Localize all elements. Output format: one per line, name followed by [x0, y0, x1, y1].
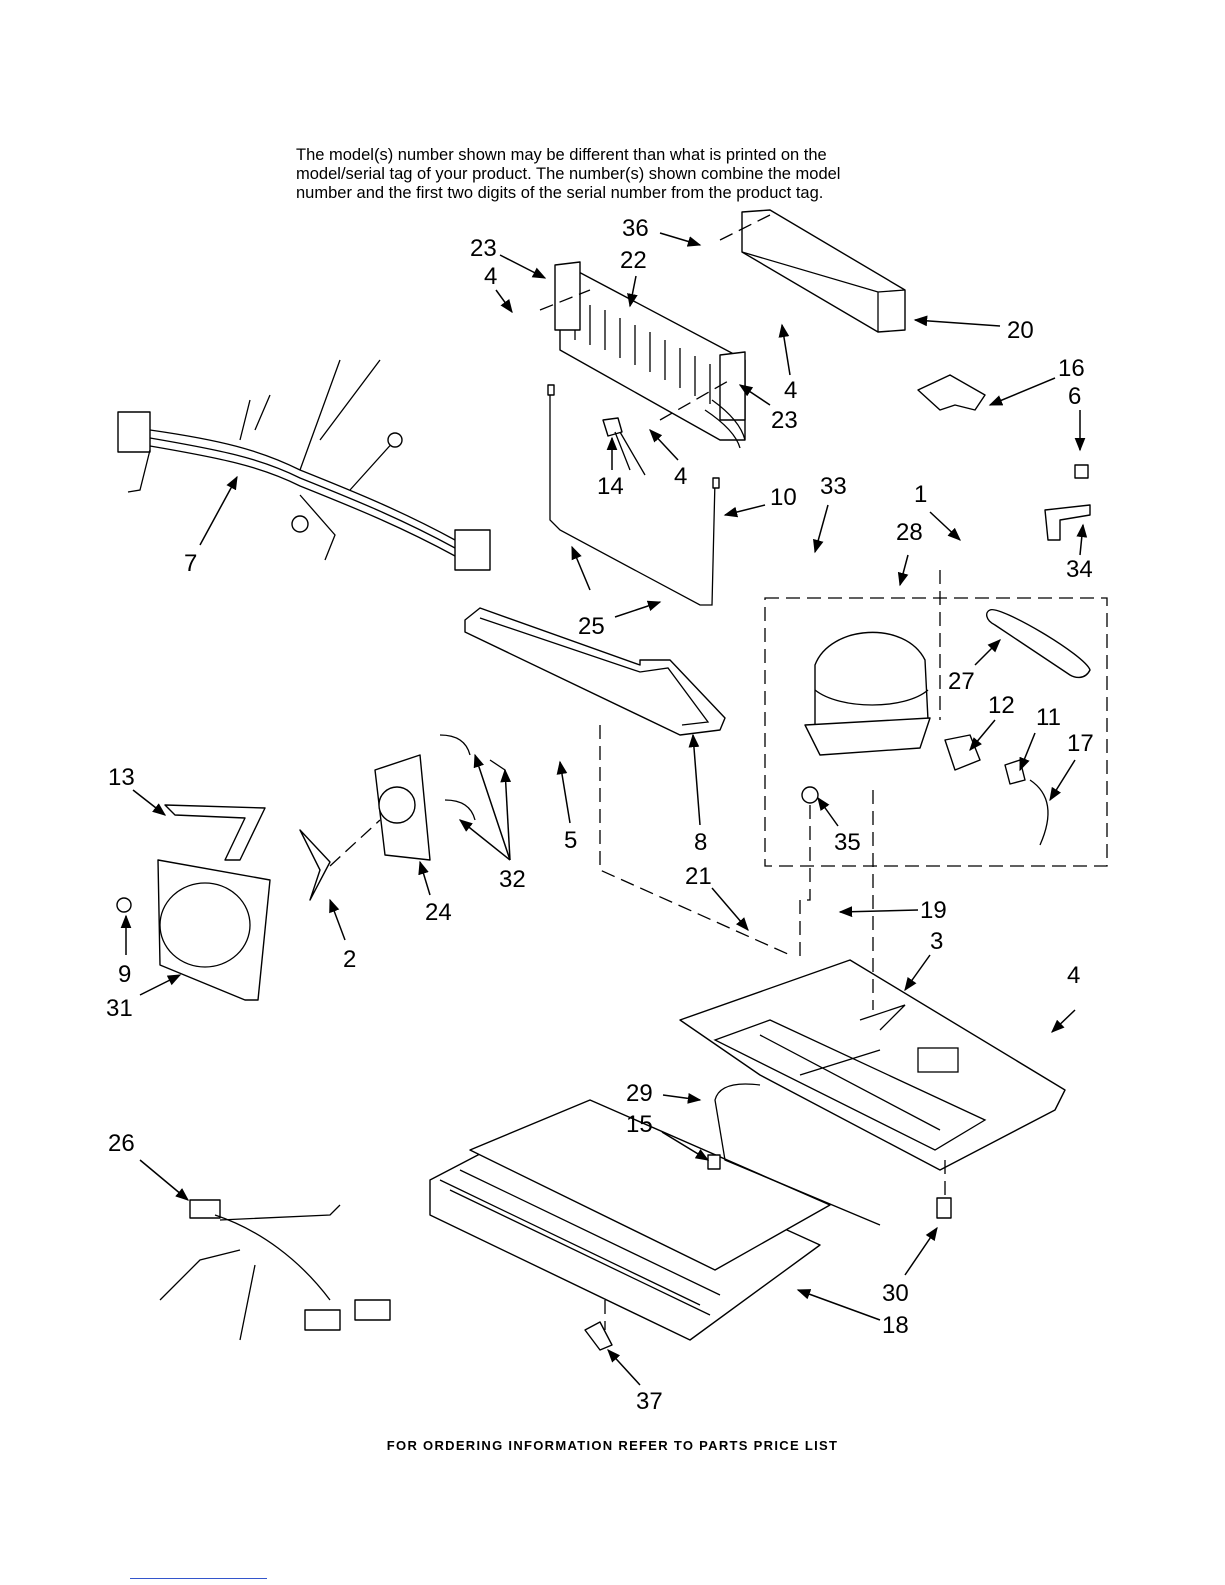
callout-label: 10: [770, 484, 797, 511]
callout-label: 20: [1007, 317, 1034, 344]
callout-label: 4: [784, 377, 797, 404]
part-31-fan-shroud: [116, 804, 271, 1001]
part-24-fan-motor: [299, 754, 431, 901]
part-30-screw: [936, 1197, 952, 1219]
callout-label: 29: [626, 1080, 653, 1107]
part-26-wire-harness: [159, 1199, 391, 1341]
note-line: The model(s) number shown may be differe…: [296, 146, 827, 164]
callout-label: 25: [578, 613, 605, 640]
callout-label: 5: [564, 827, 577, 854]
assembly-line: [799, 805, 811, 960]
part-37-clip: [584, 1321, 613, 1351]
note-line: number and the first two digits of the s…: [296, 184, 824, 202]
callout-label: 33: [820, 473, 847, 500]
callout-label: 16: [1058, 355, 1085, 382]
part-10-defrost-heater: [547, 384, 720, 606]
part-14-thermostat: [602, 417, 646, 476]
callout-label: 37: [636, 1388, 663, 1415]
callout-label: 8: [694, 829, 707, 856]
callout-label: 35: [834, 829, 861, 856]
callout-label: 3: [930, 928, 943, 955]
part-16-bracket: [917, 374, 986, 411]
callout-label: 32: [499, 866, 526, 893]
assembly-line: [329, 819, 381, 867]
callout-label: 14: [597, 473, 624, 500]
callout-label: 27: [948, 668, 975, 695]
callout-label: 24: [425, 899, 452, 926]
callout-labels: 23 4 36 22 20 4 23 16 6 14 4 10 33 1 28 …: [106, 215, 1094, 1415]
part-7-wire-harness: [117, 359, 491, 571]
part-18-condenser: [429, 1099, 831, 1341]
callout-label: 11: [1036, 704, 1061, 731]
callout-label: 26: [108, 1130, 135, 1157]
assembly-line: [599, 725, 791, 956]
callout-label: 30: [882, 1280, 909, 1307]
callout-label: 4: [674, 463, 687, 490]
part-3-base-plate: [679, 959, 1066, 1171]
callout-label: 4: [1067, 962, 1080, 989]
bottom-rule: [130, 1578, 267, 1579]
callout-label: 9: [118, 961, 131, 988]
note-line: model/serial tag of your product. The nu…: [296, 165, 841, 183]
callout-label: 12: [988, 692, 1015, 719]
callout-label: 2: [343, 946, 356, 973]
callout-label: 22: [620, 247, 647, 274]
part-34-clip: [1044, 464, 1091, 541]
callout-label: 18: [882, 1312, 909, 1339]
assembly-line: [719, 214, 771, 241]
callout-label: 17: [1067, 730, 1094, 757]
callout-label: 6: [1068, 383, 1081, 410]
callout-label: 23: [771, 407, 798, 434]
callout-label: 34: [1066, 556, 1093, 583]
part-20-cover: [741, 209, 906, 333]
callout-label: 28: [896, 519, 923, 546]
callout-label: 1: [914, 481, 927, 508]
ordering-footer: FOR ORDERING INFORMATION REFER TO PARTS …: [386, 1438, 839, 1453]
part-32-tubes: [439, 734, 506, 821]
callout-label: 31: [106, 995, 133, 1022]
leader-arrows: [120, 232, 1088, 1386]
part-8-drain-pan: [464, 607, 726, 736]
callout-label: 7: [184, 550, 197, 577]
part-22-evaporator: [554, 261, 746, 449]
callout-label: 19: [920, 897, 947, 924]
callout-label: 36: [622, 215, 649, 242]
assembly-line: [659, 379, 731, 421]
callout-label: 4: [484, 263, 497, 290]
assembly-line: [539, 289, 591, 311]
disclaimer-note: The model(s) number shown may be differe…: [296, 146, 936, 203]
part-29-tube: [707, 1083, 881, 1226]
callout-label: 13: [108, 764, 135, 791]
callout-label: 21: [685, 863, 712, 890]
callout-label: 23: [470, 235, 497, 262]
part-28-compressor-assembly: [764, 597, 1108, 867]
callout-label: 15: [626, 1111, 653, 1138]
